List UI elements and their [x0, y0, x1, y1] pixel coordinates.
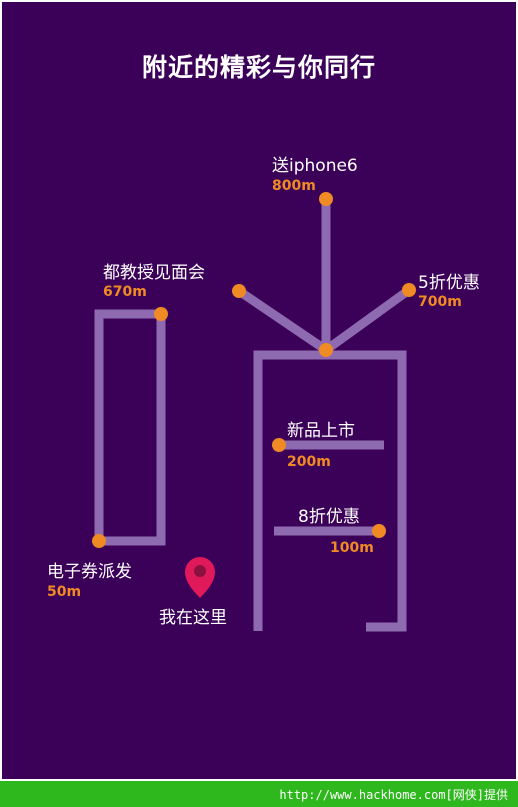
poi-label-meeting[interactable]: 都教授见面会 [103, 263, 205, 283]
poi-label-coupon[interactable]: 电子券派发 [47, 562, 132, 582]
node-discount[interactable] [372, 524, 386, 538]
poi-distance-coupon: 50m [47, 584, 82, 600]
node-coupon[interactable] [92, 534, 106, 548]
poi-label-half-off[interactable]: 5折优惠 [418, 273, 480, 293]
rect-route [94, 309, 166, 546]
poi-distance-half-off: 700m [418, 294, 462, 310]
node-hub [319, 343, 333, 357]
map-pin-icon[interactable] [185, 557, 215, 598]
poi-distance-iphone: 800m [272, 178, 316, 194]
branch-right [323, 286, 412, 354]
node-iphone[interactable] [319, 192, 333, 206]
page-title: 附近的精彩与你同行 [141, 53, 376, 82]
poi-label-new[interactable]: 新品上市 [287, 421, 355, 441]
poi-distance-meeting: 670m [103, 284, 147, 300]
footer-bar: http://www.hackhome.com[网侠]提供 [0, 781, 518, 807]
gate-route [253, 350, 407, 632]
route-map [92, 192, 416, 632]
node-half-off[interactable] [402, 283, 416, 297]
map-screen: 附近的精彩与你同行 [2, 2, 516, 779]
branch-left [236, 287, 329, 354]
node-meeting[interactable] [232, 284, 246, 298]
node-new[interactable] [272, 438, 286, 452]
poi-label-iphone[interactable]: 送iphone6 [272, 156, 358, 176]
node-rect-top[interactable] [154, 307, 168, 321]
current-location-label: 我在这里 [159, 608, 227, 628]
poi-distance-new: 200m [287, 454, 331, 470]
footer-credit[interactable]: http://www.hackhome.com[网侠]提供 [279, 788, 508, 802]
poi-label-discount[interactable]: 8折优惠 [298, 507, 360, 527]
poi-distance-discount: 100m [330, 540, 374, 556]
